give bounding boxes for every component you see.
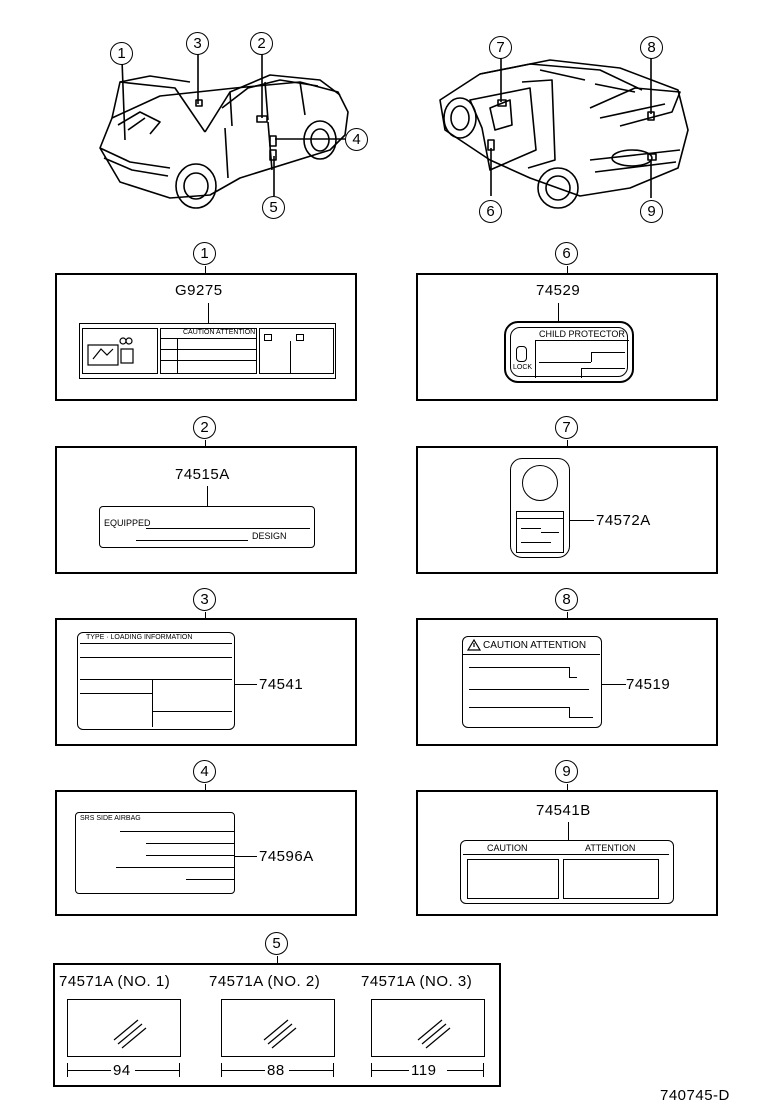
label-1-caution-text: CAUTION ATTENTION <box>183 329 256 336</box>
label-2-equipped: EQUIPPED <box>104 518 151 528</box>
label-3-header: TYPE · LOADING INFORMATION <box>86 634 193 641</box>
label-5-item-3-graphic <box>371 999 485 1057</box>
label-9-part-number: 74541B <box>536 802 591 819</box>
label-2-number: 2 <box>193 416 216 439</box>
diagram-code: 740745-D <box>660 1087 730 1104</box>
label-8-graphic: CAUTION ATTENTION <box>462 636 602 728</box>
label-7-part-number: 74572A <box>596 512 651 529</box>
callout-7: 7 <box>489 36 512 59</box>
label-1-graphic: CAUTION ATTENTION <box>79 323 336 379</box>
callout-6: 6 <box>479 200 502 223</box>
label-3-number: 3 <box>193 588 216 611</box>
rear-car-illustration <box>439 56 689 209</box>
label-5-item-3-part: 74571A (NO. 3) <box>361 973 473 990</box>
label-9-panel: 74541B CAUTION ATTENTION <box>416 790 718 916</box>
label-4-number: 4 <box>193 760 216 783</box>
label-1-panel: G9275 CAUTION ATTENTION <box>55 273 357 401</box>
label-6-panel: 74529 CHILD PROTECTOR LOCK <box>416 273 718 401</box>
label-4-panel: SRS SIDE AIRBAG 74596A <box>55 790 357 916</box>
callout-4: 4 <box>345 128 368 151</box>
label-3-graphic: TYPE · LOADING INFORMATION <box>77 632 235 730</box>
callout-2: 2 <box>250 32 273 55</box>
callout-5: 5 <box>262 196 285 219</box>
label-5-item-1-size: 94 <box>113 1062 131 1079</box>
label-2-panel: 74515A EQUIPPED DESIGN <box>55 446 357 574</box>
label-2-design: DESIGN <box>252 531 287 541</box>
label-5-item-3-size: 119 <box>411 1062 437 1079</box>
label-9-right-text: ATTENTION <box>585 843 636 853</box>
label-9-number: 9 <box>555 760 578 783</box>
label-5-item-1-part: 74571A (NO. 1) <box>59 973 171 990</box>
label-3-panel: TYPE · LOADING INFORMATION 74541 <box>55 618 357 746</box>
label-3-part-number: 74541 <box>259 676 304 693</box>
warning-icon <box>466 638 482 651</box>
label-6-lock: LOCK <box>513 364 533 371</box>
label-5-number: 5 <box>265 932 288 955</box>
label-4-header: SRS SIDE AIRBAG <box>80 815 141 822</box>
label-2-graphic: EQUIPPED DESIGN <box>99 506 315 548</box>
label-9-left-text: CAUTION <box>487 843 528 853</box>
label-9-graphic: CAUTION ATTENTION <box>460 840 674 904</box>
label-5-item-2-graphic <box>221 999 335 1057</box>
label-8-header: CAUTION ATTENTION <box>483 640 587 651</box>
label-1-number: 1 <box>193 242 216 265</box>
label-8-number: 8 <box>555 588 578 611</box>
label-5-item-2-part: 74571A (NO. 2) <box>209 973 321 990</box>
label-4-part-number: 74596A <box>259 848 314 865</box>
label-8-part-number: 74519 <box>626 676 671 693</box>
callout-8: 8 <box>640 36 663 59</box>
label-6-number: 6 <box>555 242 578 265</box>
label-2-part-number: 74515A <box>175 466 230 483</box>
label-5-panel: 74571A (NO. 1) 94 74571A (NO. 2) 88 7457… <box>53 963 501 1087</box>
label-5-item-1-graphic <box>67 999 181 1057</box>
label-6-graphic: CHILD PROTECTOR LOCK <box>504 321 634 383</box>
label-5-item-2-size: 88 <box>267 1062 285 1079</box>
label-7-panel: 74572A <box>416 446 718 574</box>
label-1-part-number: G9275 <box>175 282 223 299</box>
label-7-number: 7 <box>555 416 578 439</box>
label-4-graphic: SRS SIDE AIRBAG <box>75 812 235 894</box>
label-7-graphic <box>510 458 570 558</box>
callout-3: 3 <box>186 32 209 55</box>
label-6-part-number: 74529 <box>536 282 581 299</box>
label-6-header: CHILD PROTECTOR <box>539 329 625 339</box>
front-car-illustration <box>99 52 349 209</box>
callout-1: 1 <box>110 42 133 65</box>
callout-9: 9 <box>640 200 663 223</box>
label-8-panel: CAUTION ATTENTION 74519 <box>416 618 718 746</box>
